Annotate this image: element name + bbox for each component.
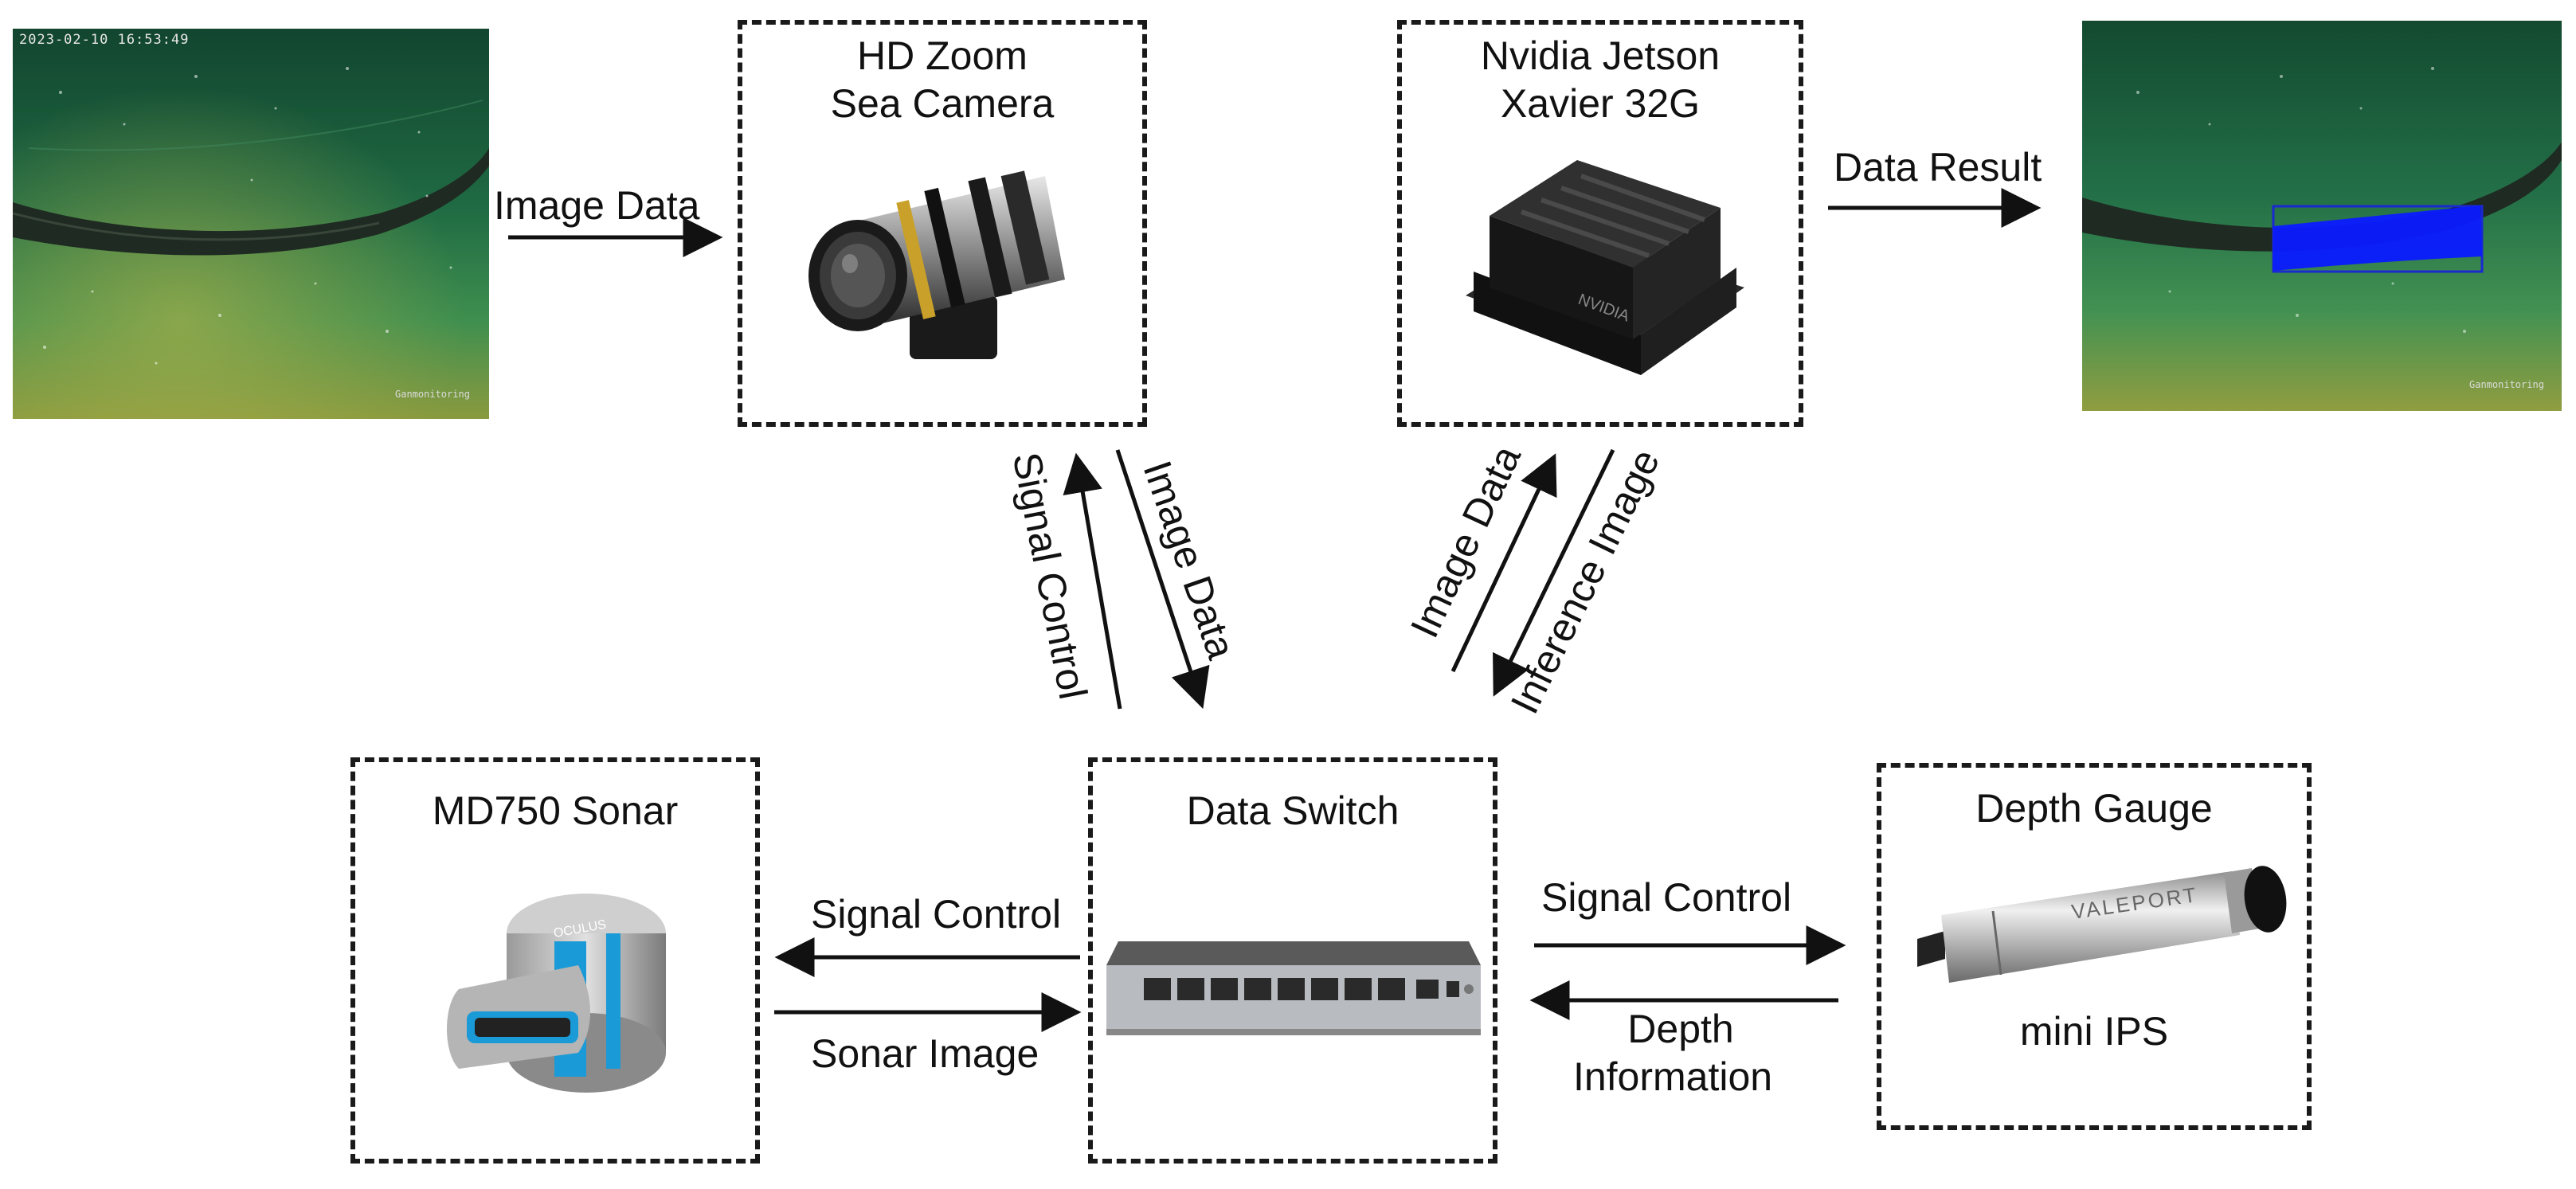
arrow-switch-to-jetson (1450, 453, 1557, 673)
edge-label-sonar-to-switch: Sonar Image (811, 1031, 1039, 1076)
edge-label-depth-to-switch: Depth Information (1573, 1005, 1776, 1101)
node-nvidia-jetson: Nvidia Jetson Xavier 32G NVIDIA (1397, 20, 1803, 427)
node-md750-sonar: MD750 Sonar OCULUS (350, 757, 760, 1164)
depth-title: Depth Gauge (1975, 786, 2213, 831)
depth-subtitle: mini IPS (2019, 1009, 2169, 1054)
node-depth-gauge: Depth Gauge VALEPORT mini IPS (1877, 763, 2312, 1130)
jetson-module-icon: NVIDIA (1466, 160, 1744, 375)
input-underwater-photo: 2023-02-10 16:53:49 Ganmonitoring (13, 29, 489, 419)
edge-label-jetson-to-result: Data Result (1834, 145, 2042, 190)
sonar-title: MD750 Sonar (432, 788, 679, 833)
edge-label-switch-to-sonar: Signal Control (811, 892, 1062, 937)
underwater-scene-image (13, 29, 489, 419)
network-switch-icon (1106, 941, 1481, 1035)
edge-label-depth-line2: Information (1572, 1054, 1773, 1099)
jetson-title-line1: Nvidia Jetson (1480, 33, 1721, 78)
edge-label-input-to-camera: Image Data (494, 183, 700, 228)
arrow-camera-to-switch (1115, 449, 1210, 710)
camera-title-line1: HD Zoom (857, 33, 1028, 78)
arrow-jetson-to-switch (1493, 448, 1615, 697)
photo-watermark: Ganmonitoring (395, 389, 470, 400)
photo-timestamp: 2023-02-10 16:53:49 (19, 32, 190, 48)
edge-label-switch-to-depth: Signal Control (1541, 875, 1792, 920)
result-underwater-photo: Ganmonitoring (2082, 21, 2562, 411)
depth-gauge-icon: VALEPORT (1917, 866, 2287, 983)
switch-title: Data Switch (1186, 788, 1400, 833)
node-hd-zoom-camera: HD Zoom Sea Camera (738, 20, 1147, 427)
detection-mask (2273, 205, 2482, 271)
sea-camera-icon (808, 170, 1065, 359)
node-data-switch: Data Switch (1088, 757, 1497, 1164)
sonar-device-icon: OCULUS (447, 894, 666, 1093)
jetson-title-line2: Xavier 32G (1500, 81, 1701, 126)
camera-title-line2: Sea Camera (830, 81, 1055, 126)
arrow-switch-to-camera (1063, 452, 1122, 710)
segmented-result-image (2082, 21, 2562, 411)
edge-label-depth-line1: Depth (1627, 1007, 1734, 1051)
photo-watermark: Ganmonitoring (2469, 379, 2544, 390)
